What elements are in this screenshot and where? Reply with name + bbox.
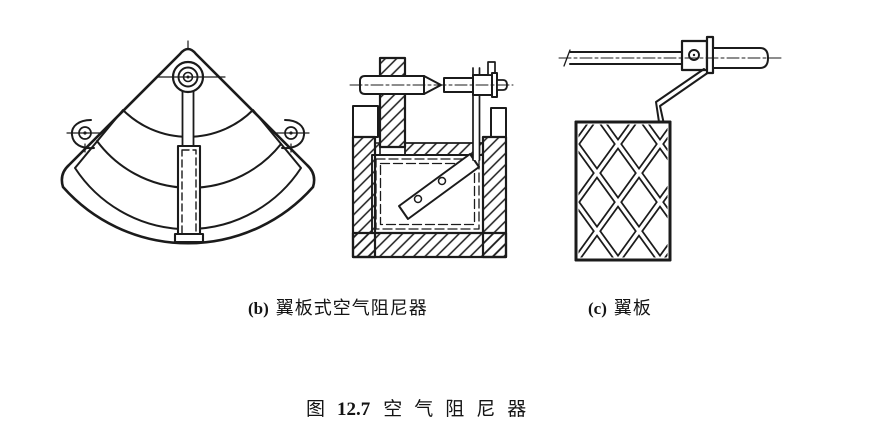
vane-plate-drawing: [558, 35, 785, 262]
caption-fig-word: 图: [306, 399, 326, 420]
sector-damper-drawing: [60, 40, 316, 245]
panel-text-b: 翼板式空气阻尼器: [275, 298, 428, 318]
vane-damper-section-drawing: [349, 56, 514, 259]
panel-label-b: (b) 翼板式空气阻尼器: [248, 294, 428, 320]
caption-title: 空气阻尼器: [383, 399, 539, 420]
panel-text-c: 翼板: [613, 298, 652, 318]
caption-fig-number: 12.7: [337, 399, 371, 420]
figure-caption: 图 12.7 空气阻尼器: [306, 394, 538, 421]
panel-label-c: (c) 翼板: [588, 294, 652, 320]
panel-marker-b: (b): [248, 299, 269, 318]
panel-marker-c: (c): [588, 299, 607, 318]
